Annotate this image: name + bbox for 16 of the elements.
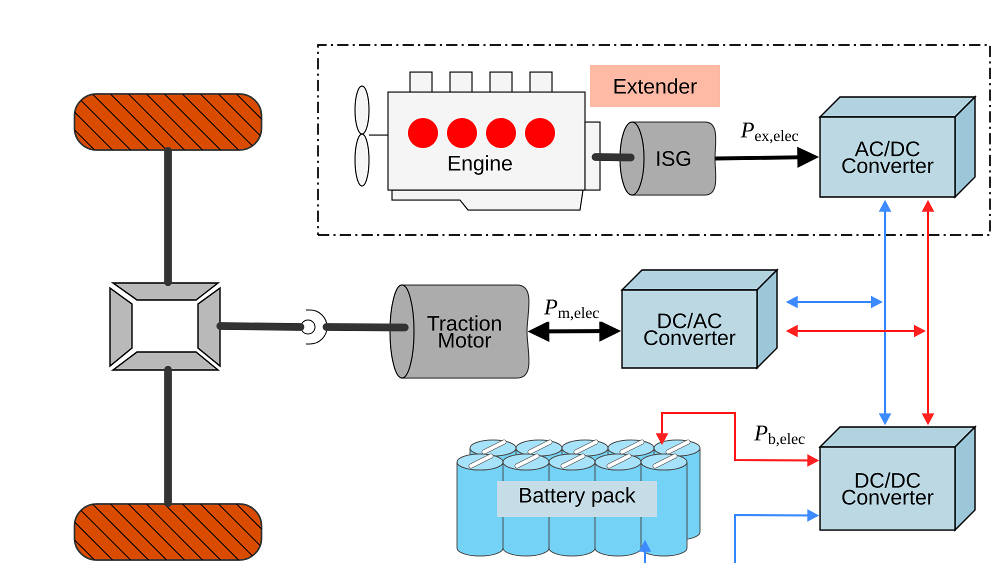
shaft (322, 323, 409, 332)
engine-drawing: Engine (354, 71, 601, 211)
wheel-drawing (74, 503, 262, 561)
battery-pack-drawing: Battery pack (456, 440, 700, 556)
shaft (164, 146, 172, 286)
coupling-drawing (300, 310, 328, 344)
shaft (592, 153, 635, 162)
differential-drawing (109, 282, 221, 371)
edge-label: P$_{b,elec}$ (754, 426, 805, 446)
shaft (164, 366, 172, 508)
edge-label: P$_{ex,elec}$ (740, 122, 798, 144)
edge-label: P$_{m,elec}$ (544, 300, 599, 320)
cylinder-drawing: ISG (619, 121, 716, 196)
cylinder-drawing: Traction Motor (389, 284, 530, 379)
shaft (216, 322, 304, 331)
wheel-drawing (74, 93, 262, 151)
